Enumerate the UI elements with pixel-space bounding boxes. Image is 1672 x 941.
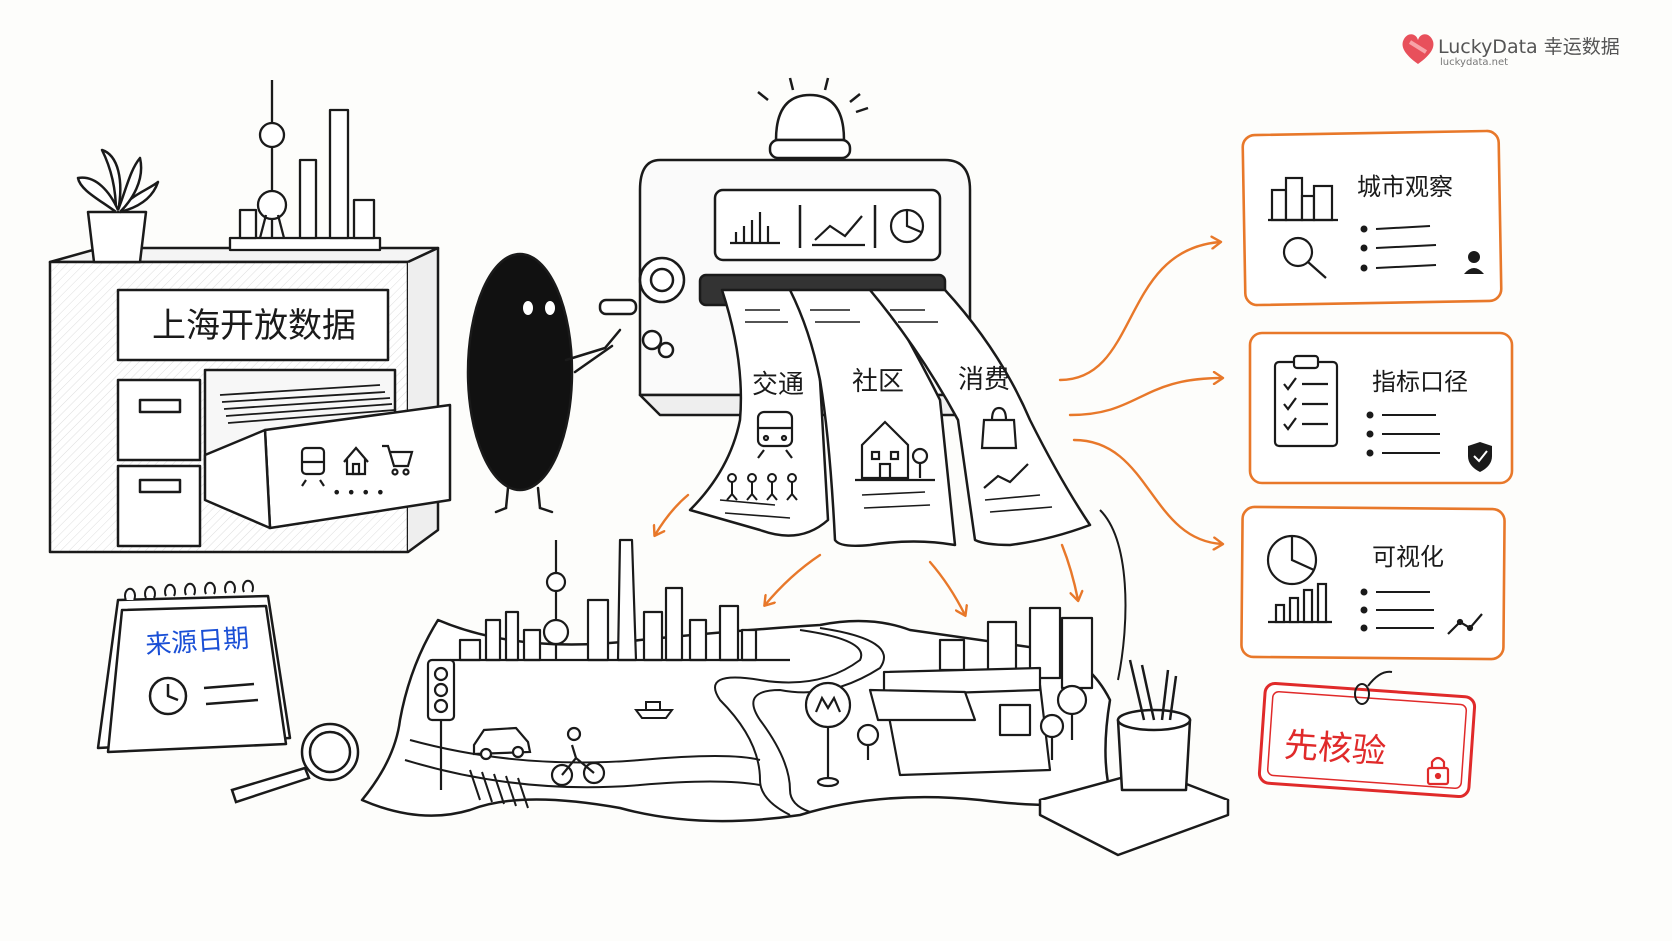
folder-more-dots: • • • •: [332, 483, 385, 502]
people-icon: [726, 473, 798, 501]
trend-line-icon: [1447, 613, 1483, 635]
pie-chart-icon: [889, 208, 925, 244]
file-cabinet: [48, 246, 452, 554]
card1-lines: [1360, 225, 1437, 272]
car-icon: [472, 726, 532, 761]
home-icon: [343, 446, 369, 476]
cart-icon: [382, 444, 414, 476]
cabinet-label: 上海开放数据: [152, 306, 356, 346]
desk-calendar: [96, 579, 292, 754]
brand-name: LuckyData 幸运数据: [1438, 36, 1620, 58]
calendar-source-date-label: 来源日期: [144, 624, 250, 661]
heart-logo-icon: [1402, 34, 1434, 64]
city-skyline: [450, 538, 790, 662]
flow-arrows: [655, 242, 1222, 615]
clipboard-checklist-icon: [1273, 354, 1339, 448]
boat-icon: [634, 701, 674, 719]
strip-label-traffic: 交通: [752, 370, 804, 400]
lock-icon: [1426, 756, 1450, 786]
magnifying-glass: [230, 722, 360, 804]
cyclist-icon: [550, 726, 606, 787]
train-icon: [300, 446, 326, 487]
card-title-city-observation: 城市观察: [1357, 173, 1453, 201]
stamp-label-verify-first: 先核验: [1283, 725, 1388, 772]
strip-label-consumption: 消费: [958, 365, 1010, 395]
person-icon: [1464, 251, 1484, 274]
stamp-tag-string: [1354, 670, 1393, 705]
line-chart-icon: [812, 215, 865, 247]
trend-line-icon: [983, 463, 1029, 489]
right-district: [856, 606, 1094, 777]
card3-lines: [1360, 588, 1434, 632]
metro-sign-icon: [804, 681, 852, 788]
verify-stamp: [1257, 681, 1477, 799]
traffic-light: [426, 658, 456, 790]
brand-logo: LuckyData 幸运数据 luckydata.net: [1400, 30, 1660, 74]
bar-chart-icon: [730, 212, 780, 245]
paper-strips: [688, 288, 1092, 548]
train-icon: [756, 410, 794, 459]
mascot-character: [466, 252, 622, 514]
potted-plant: [76, 148, 160, 264]
shield-check-icon: [1468, 442, 1492, 472]
card2-lines: [1366, 411, 1440, 457]
house-icon: [855, 420, 935, 482]
skyline-model: [228, 80, 382, 252]
card-title-metric-definition: 指标口径: [1372, 368, 1468, 396]
pencil-cup: [1038, 509, 1230, 857]
strip-label-community: 社区: [852, 367, 904, 397]
card-title-visualization: 可视化: [1372, 543, 1444, 571]
brand-url: luckydata.net: [1440, 57, 1509, 68]
pie-bar-chart-icon: [1266, 534, 1332, 624]
shopping-bag-icon: [980, 406, 1018, 450]
city-magnifier-icon: [1268, 176, 1338, 279]
